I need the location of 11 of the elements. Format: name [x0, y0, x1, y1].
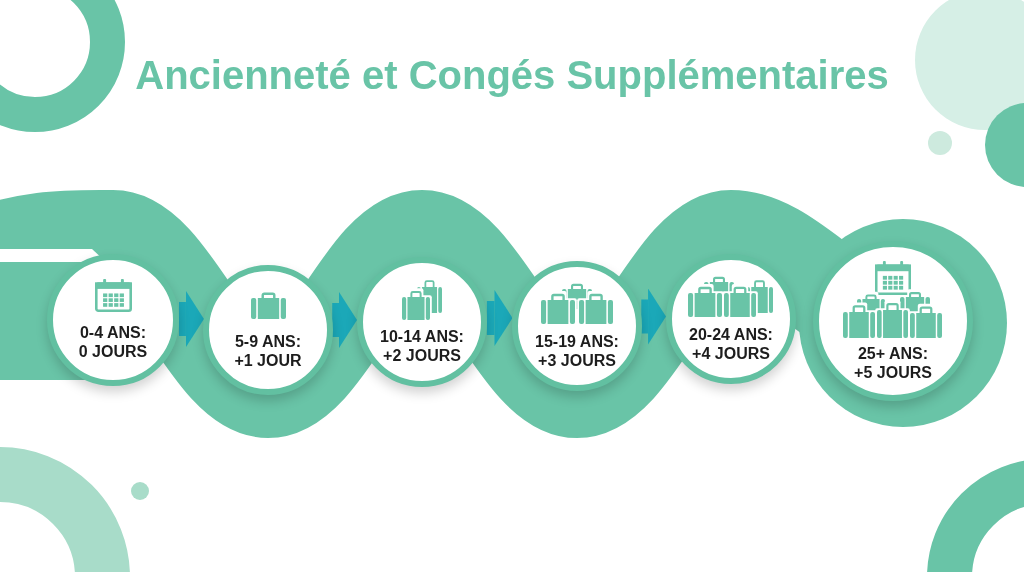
arrow [332, 292, 358, 348]
step-label: 20-24 ANS: +4 JOURS [688, 325, 774, 363]
arrow [179, 291, 204, 347]
arrow [486, 290, 513, 346]
step-label: 25+ ANS: +5 JOURS [853, 343, 933, 382]
arrow [641, 288, 667, 345]
step-label: 15-19 ANS: +3 JOURS [534, 332, 620, 370]
step-label: 10-14 ANS: +2 JOURS [379, 326, 465, 365]
title: Ancienneté et Congés Supplémentaires [135, 52, 889, 98]
step-label: 5-9 ANS: +1 JOUR [233, 331, 303, 370]
step-label: 0-4 ANS: 0 JOURS [77, 323, 149, 361]
